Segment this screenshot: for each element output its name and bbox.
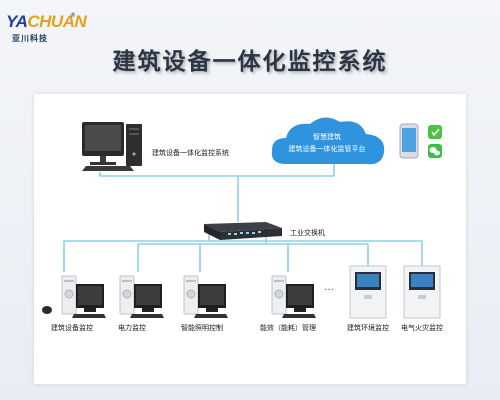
- page-title: 建筑设备一体化监控系统: [112, 49, 388, 75]
- environment-monitor-cabinet: [349, 265, 387, 319]
- device-label-energy: 能效（能耗）管理: [260, 324, 316, 332]
- logo-chinese-name: 亚川科技: [12, 34, 48, 43]
- cloud-platform: [271, 117, 385, 165]
- registered-mark: ®: [70, 12, 76, 19]
- app-icon: [428, 125, 442, 139]
- device-label-lighting: 智能照明控制: [181, 324, 223, 332]
- device-label-power: 电力监控: [118, 324, 146, 332]
- workstation-computer: [82, 122, 142, 171]
- power-monitoring-pc: [119, 275, 164, 318]
- switch-label: 工业交换机: [290, 229, 325, 237]
- energy-management-pc: [271, 275, 316, 318]
- connection-lines: [63, 160, 423, 272]
- more-devices-ellipsis: …: [324, 282, 336, 293]
- industrial-switch: [204, 222, 282, 240]
- fire-monitor-cabinet: [403, 265, 441, 319]
- workstation-label: 建筑设备一体化监控系统: [152, 149, 229, 157]
- device-label-fire: 电气火灾监控: [401, 324, 443, 332]
- network-diagram: [42, 117, 442, 319]
- bus-line-outer: [63, 240, 423, 272]
- cloud-label-line1: 智慧建筑: [313, 133, 341, 141]
- device-label-environment: 建筑环境监控: [347, 324, 389, 332]
- building-monitoring-pc: [42, 275, 106, 318]
- top-link-line: [99, 160, 335, 177]
- cloud-label-line2: 建筑设备一体化监管平台: [288, 145, 366, 153]
- device-label-building: 建筑设备监控: [51, 324, 93, 332]
- diagram-panel: 建筑设备一体化监控系统 智慧建筑 建筑设备一体化监管平台 工业交换机 … 建筑设…: [34, 94, 466, 384]
- company-logo: YACHUAN ® 亚川科技: [6, 12, 87, 48]
- smartphone-icon: [399, 123, 419, 159]
- lighting-control-pc: [183, 275, 228, 318]
- logo-wordmark: YACHUAN: [6, 12, 87, 31]
- wechat-icon: [428, 144, 442, 158]
